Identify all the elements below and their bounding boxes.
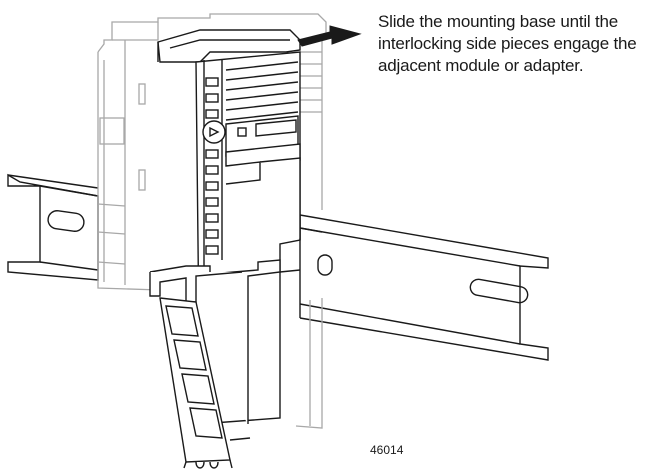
callout-line: adjacent module or adapter. (378, 56, 584, 75)
callout-line: Slide the mounting base until the (378, 12, 619, 31)
callout-line: interlocking side pieces engage the (378, 34, 637, 53)
figure-number: 46014 (370, 443, 404, 457)
adjacent-module-ghost (97, 13, 327, 429)
slide-direction-arrow (297, 25, 362, 47)
io-module (149, 29, 301, 469)
instruction-callout: Slide the mounting base until the interl… (378, 11, 650, 77)
